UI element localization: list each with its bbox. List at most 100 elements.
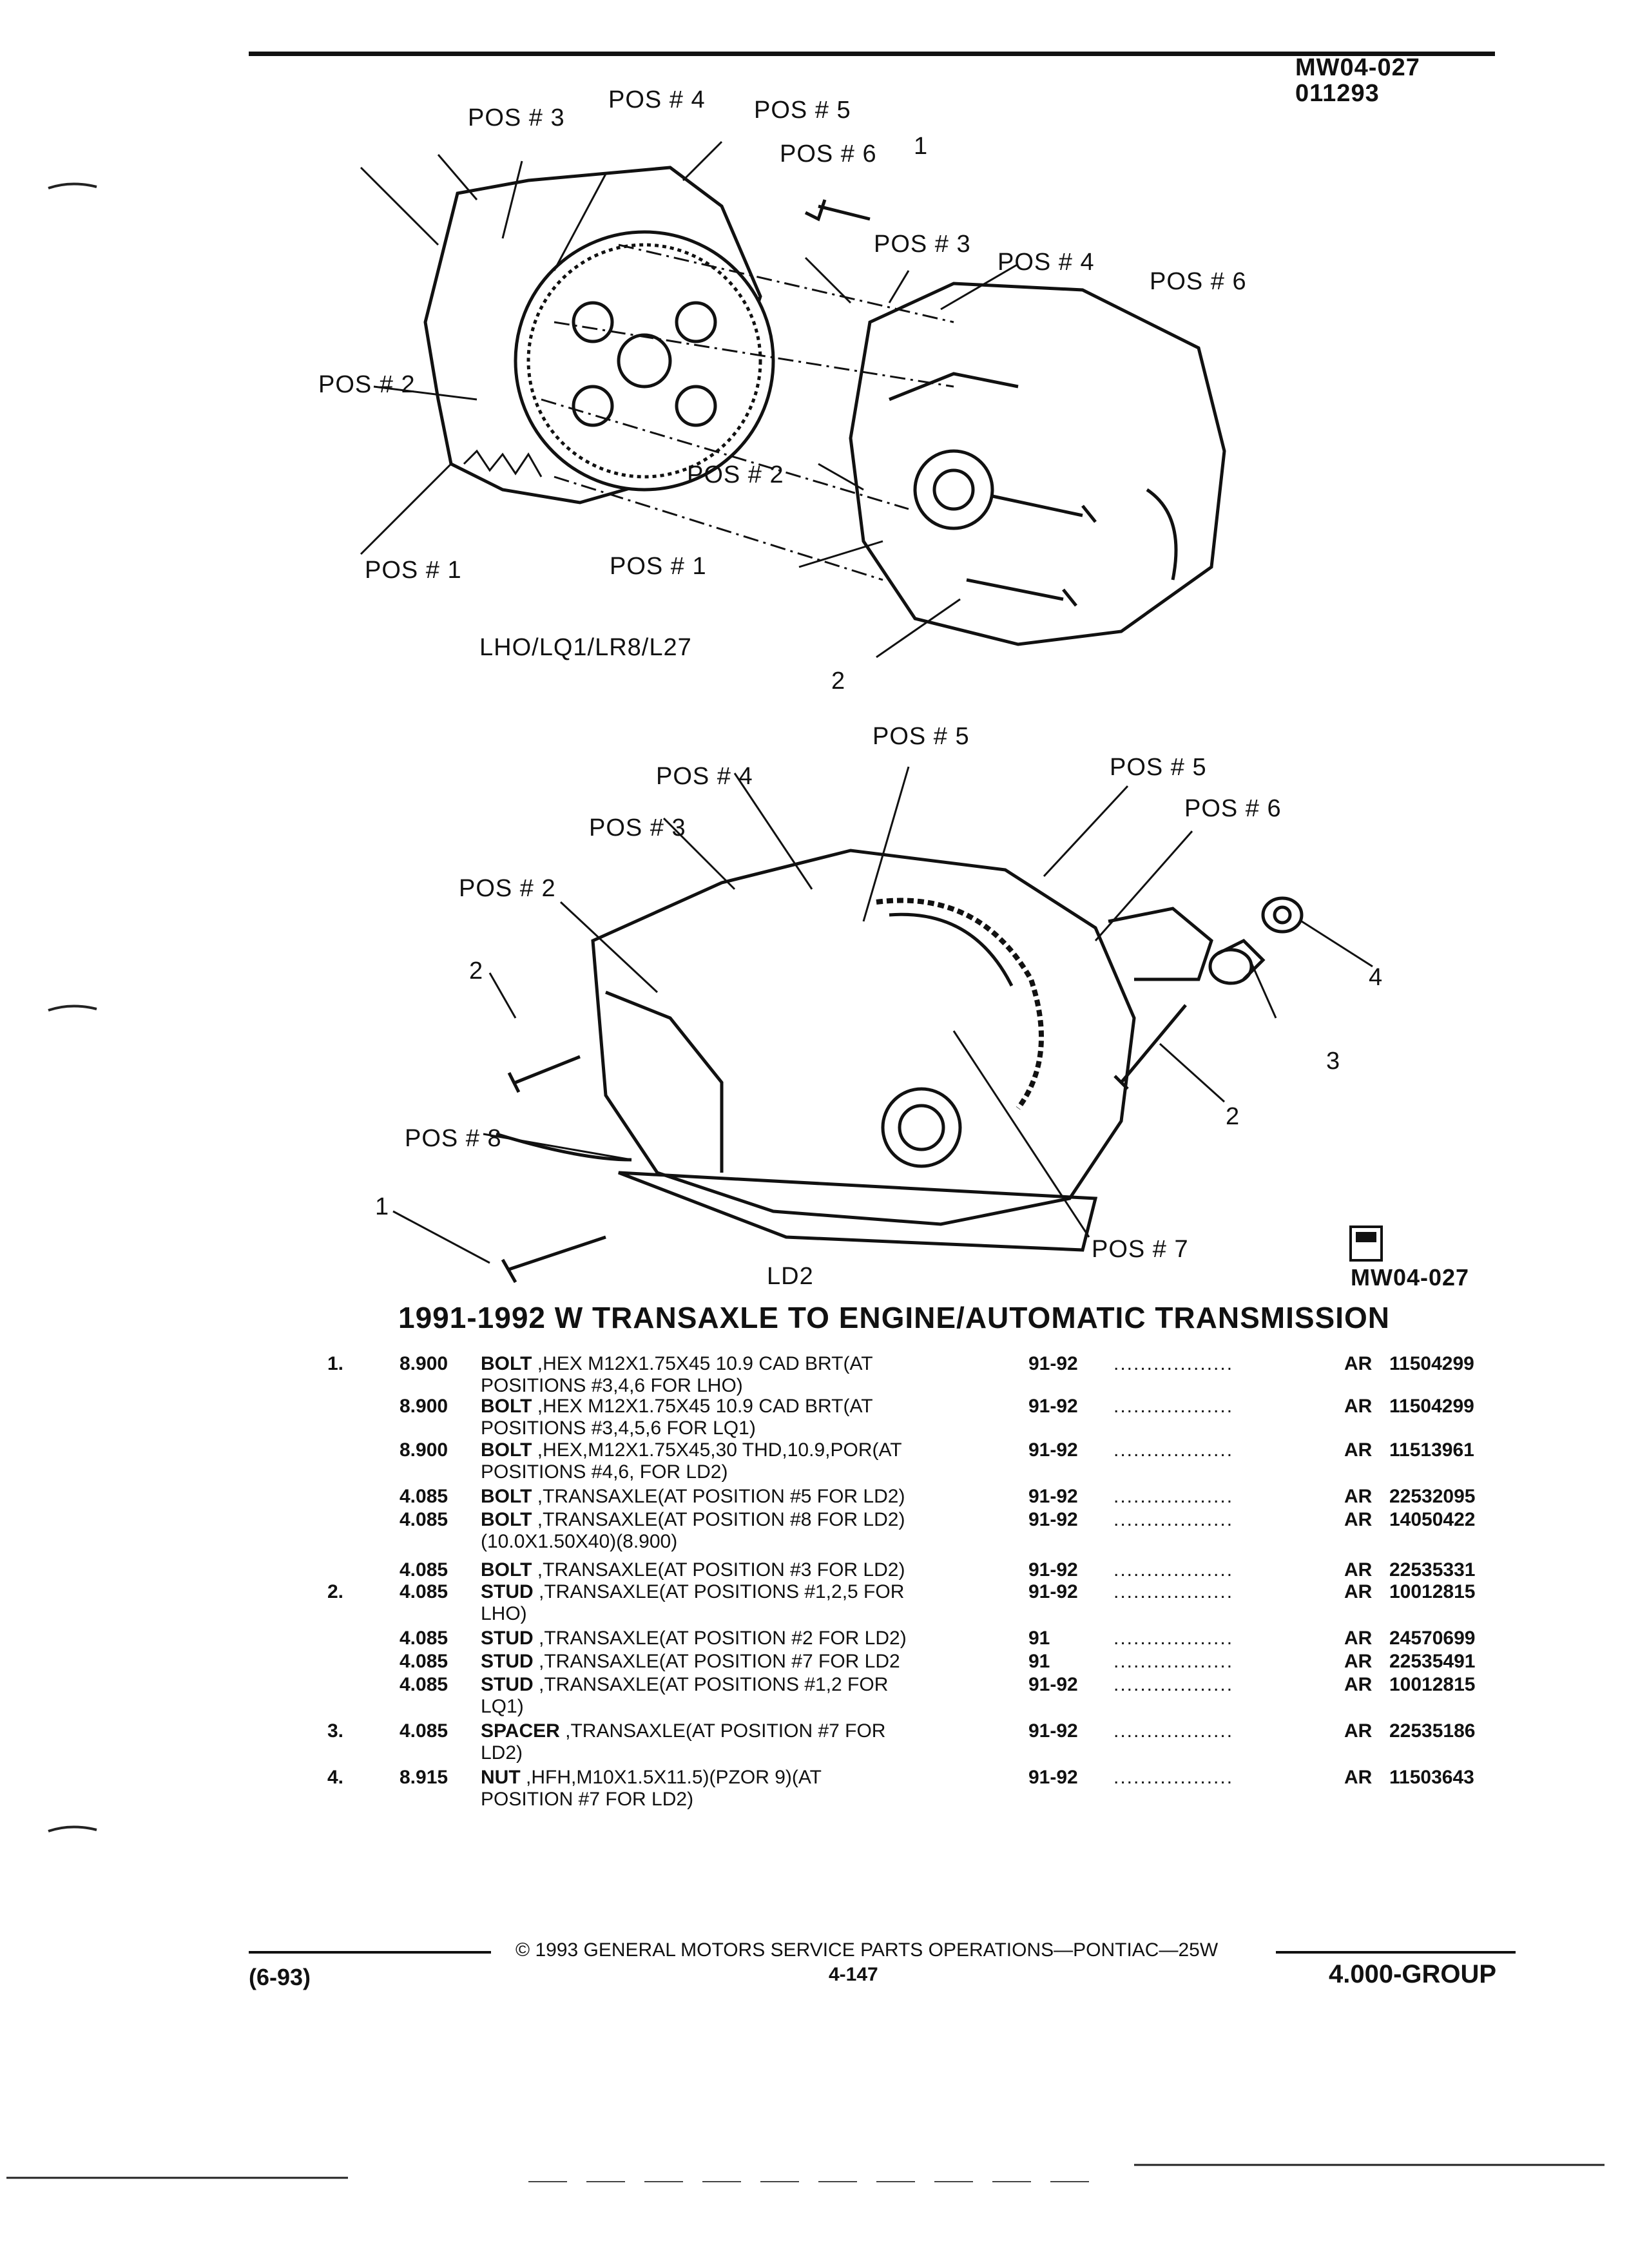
part-group: 4.085: [400, 1509, 448, 1530]
part-description-text: ,TRANSAXLE(AT POSITION #7 FOR LD2): [481, 1720, 886, 1763]
part-quantity: AR: [1344, 1720, 1373, 1742]
part-years: 91-92: [1028, 1353, 1078, 1374]
part-leader-dots: ..................: [1113, 1486, 1234, 1507]
part-description-text: ,HEX,M12X1.75X45,30 THD,10.9,POR(AT POSI…: [481, 1439, 902, 1483]
part-description: SPACER ,TRANSAXLE(AT POSITION #7 FOR LD2…: [481, 1720, 1016, 1764]
part-leader-dots: ..................: [1113, 1581, 1234, 1602]
top-label-pos5: POS # 5: [754, 97, 851, 124]
part-description: BOLT ,TRANSAXLE(AT POSITION #3 FOR LD2): [481, 1559, 1016, 1581]
part-years: 91-92: [1028, 1439, 1078, 1461]
stud-left: [507, 1055, 581, 1093]
top-label-pos2-right: POS # 2: [687, 461, 784, 488]
part-name: STUD: [481, 1581, 534, 1602]
part-description-text: ,TRANSAXLE(AT POSITIONS #1,2 FOR LQ1): [481, 1674, 889, 1717]
part-years: 91-92: [1028, 1674, 1078, 1695]
bottom-assembly-diagram: [392, 766, 1383, 1283]
part-quantity: AR: [1344, 1486, 1373, 1507]
stamp-box: [1349, 1225, 1383, 1262]
part-name: BOLT: [481, 1509, 532, 1530]
part-name: BOLT: [481, 1439, 532, 1461]
part-leader-dots: ..................: [1113, 1720, 1234, 1742]
part-name: STUD: [481, 1674, 534, 1695]
part-ref-number: 4.: [327, 1767, 344, 1788]
part-name: STUD: [481, 1651, 534, 1672]
part-years: 91-92: [1028, 1767, 1078, 1788]
part-number: 24570699: [1389, 1628, 1476, 1649]
bottom-label-4: 4: [1369, 964, 1383, 991]
page-title: 1991-1992 W TRANSAXLE TO ENGINE/AUTOMATI…: [398, 1301, 1391, 1334]
top-label-pos3-right: POS # 3: [874, 231, 971, 258]
part-description-text: ,TRANSAXLE(AT POSITION #2 FOR LD2): [533, 1628, 907, 1649]
part-description: NUT ,HFH,M10X1.5X11.5)(PZOR 9)(AT POSITI…: [481, 1767, 1016, 1811]
transaxle-body: [591, 849, 1136, 1226]
part-years: 91-92: [1028, 1509, 1078, 1530]
part-years: 91-92: [1028, 1559, 1078, 1581]
part-group: 4.085: [400, 1674, 448, 1695]
part-quantity: AR: [1344, 1767, 1373, 1788]
part-description: STUD ,TRANSAXLE(AT POSITION #2 FOR LD2): [481, 1628, 1016, 1649]
part-number: 10012815: [1389, 1581, 1476, 1602]
top-label-2: 2: [831, 668, 846, 695]
part-description-text: ,TRANSAXLE(AT POSITION #3 FOR LD2): [532, 1559, 905, 1581]
part-description: STUD ,TRANSAXLE(AT POSITIONS #1,2,5 FOR …: [481, 1581, 1016, 1625]
part-years: 91: [1028, 1651, 1050, 1672]
part-number: 11504299: [1389, 1353, 1474, 1374]
top-exploded-diagram: [360, 140, 1226, 658]
part-leader-dots: ..................: [1113, 1353, 1234, 1374]
part-number: 11513961: [1389, 1439, 1474, 1461]
part-name: BOLT: [481, 1486, 532, 1507]
part-number: 14050422: [1389, 1509, 1476, 1530]
part-group: 8.900: [400, 1439, 448, 1461]
footer-rule-left: [249, 1951, 491, 1954]
part-number: 22535331: [1389, 1559, 1476, 1581]
part-description-text: ,HEX M12X1.75X45 10.9 CAD BRT(AT POSITIO…: [481, 1353, 873, 1396]
part-quantity: AR: [1344, 1396, 1373, 1417]
part-description: BOLT ,TRANSAXLE(AT POSITION #8 FOR LD2) …: [481, 1509, 1016, 1553]
part-name: NUT: [481, 1767, 521, 1788]
bolt-1: [804, 199, 871, 222]
part-leader-dots: ..................: [1113, 1651, 1234, 1672]
part-quantity: AR: [1344, 1628, 1373, 1649]
part-quantity: AR: [1344, 1651, 1373, 1672]
output-seal: [881, 1087, 962, 1168]
bolt-bottom: [501, 1235, 606, 1283]
part-quantity: AR: [1344, 1509, 1373, 1530]
part-group: 8.900: [400, 1396, 448, 1417]
part-years: 91-92: [1028, 1396, 1078, 1417]
header-code: MW04-027: [1295, 54, 1420, 81]
top-label-pos1-right: POS # 1: [610, 553, 707, 580]
part-group: 4.085: [400, 1559, 448, 1581]
top-label-pos1-left: POS # 1: [365, 557, 462, 584]
part-name: BOLT: [481, 1559, 532, 1581]
part-name: BOLT: [481, 1353, 532, 1374]
part-leader-dots: ..................: [1113, 1396, 1234, 1417]
part-quantity: AR: [1344, 1559, 1373, 1581]
bottom-label-pos8: POS # 8: [405, 1125, 502, 1152]
bottom-label-pos5-right: POS # 5: [1110, 754, 1207, 781]
part-description-text: ,TRANSAXLE(AT POSITION #5 FOR LD2): [532, 1486, 905, 1507]
top-label-pos3-left: POS # 3: [468, 104, 565, 131]
part-description: BOLT ,TRANSAXLE(AT POSITION #5 FOR LD2): [481, 1486, 1016, 1508]
part-leader-dots: ..................: [1113, 1674, 1234, 1695]
bottom-label-pos7: POS # 7: [1092, 1236, 1189, 1263]
part-number: 22532095: [1389, 1486, 1476, 1507]
part-quantity: AR: [1344, 1353, 1373, 1374]
part-years: 91-92: [1028, 1486, 1078, 1507]
bottom-label-pos2: POS # 2: [459, 875, 556, 902]
part-group: 4.085: [400, 1581, 448, 1602]
bottom-label-pos5-top: POS # 5: [872, 723, 970, 750]
stud-top: [992, 494, 1097, 523]
part-group: 8.915: [400, 1767, 448, 1788]
part-description-text: ,TRANSAXLE(AT POSITIONS #1,2,5 FOR LHO): [481, 1581, 905, 1624]
part-description-text: ,HFH,M10X1.5X11.5)(PZOR 9)(AT POSITION #…: [481, 1767, 822, 1810]
bottom-diagram-caption: LD2: [767, 1263, 814, 1290]
part-quantity: AR: [1344, 1439, 1373, 1461]
header-date: 011293: [1295, 80, 1380, 107]
part-leader-dots: ..................: [1113, 1628, 1234, 1649]
